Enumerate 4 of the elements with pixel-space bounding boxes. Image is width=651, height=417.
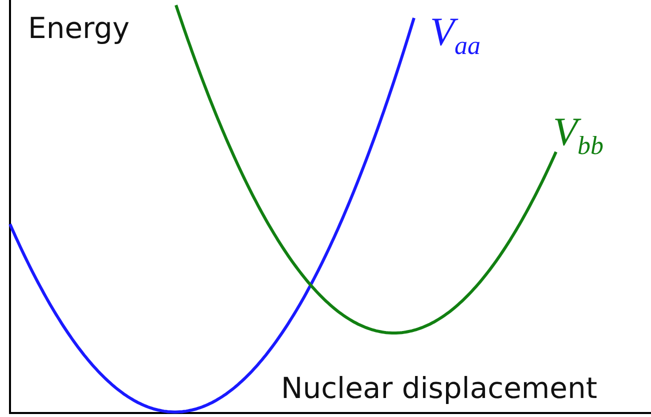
- axis-label: Nuclear displacement: [281, 374, 598, 403]
- curve-label: V$_{aa}$: [430, 12, 480, 59]
- axis-label: Energy: [28, 14, 130, 43]
- curve-label: V$_{bb}$: [553, 112, 604, 159]
